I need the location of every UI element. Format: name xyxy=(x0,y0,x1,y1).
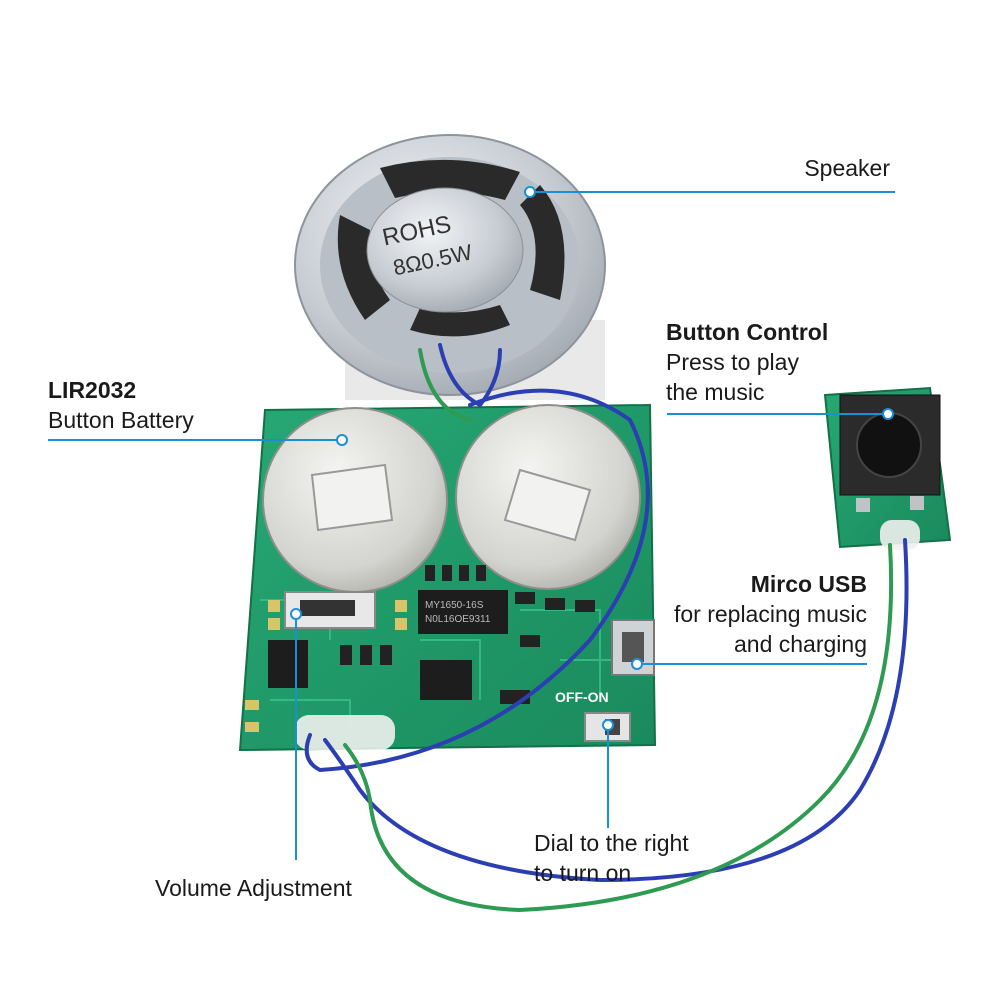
label-battery: LIR2032 Button Battery xyxy=(48,375,194,435)
label-dial-line1: Dial to the right xyxy=(534,830,689,856)
wire-green-speaker xyxy=(418,348,472,422)
label-speaker: Speaker xyxy=(804,153,890,183)
wire-blue-button xyxy=(323,538,909,883)
speaker-vent-top xyxy=(380,159,520,200)
label-button-line2: the music xyxy=(666,379,765,405)
callout-lines xyxy=(48,186,895,860)
label-speaker-text: Speaker xyxy=(804,155,890,181)
button-glue xyxy=(880,520,920,550)
button-pins xyxy=(856,496,924,512)
label-battery-desc: Button Battery xyxy=(48,407,194,433)
chip-main xyxy=(418,590,508,634)
chip-marking-2: N0L16OE9311 xyxy=(425,614,491,625)
label-volume-text: Volume Adjustment xyxy=(155,875,352,901)
callout-dot-speaker xyxy=(524,186,536,198)
chip-marking-1: MY1650-16S xyxy=(425,600,484,611)
chip-amp xyxy=(420,660,472,700)
label-button: Button Control Press to play the music xyxy=(666,317,828,407)
volume-slider-knob xyxy=(300,600,355,616)
speaker-vent-left xyxy=(337,215,390,320)
label-button-title: Button Control xyxy=(666,319,829,345)
micro-usb-opening xyxy=(622,632,644,662)
callout-dot-volume xyxy=(290,608,302,620)
chip-small xyxy=(268,640,308,688)
wire-blue-loop xyxy=(304,388,650,773)
pcb-pads xyxy=(245,600,407,732)
label-usb-line1: for replacing music xyxy=(673,601,867,627)
speaker-vent-right xyxy=(520,185,565,300)
label-battery-title: LIR2032 xyxy=(48,377,137,403)
smd-components xyxy=(340,565,595,704)
label-usb: Mirco USB for replacing music and chargi… xyxy=(674,569,867,659)
label-dial-line2: to turn on xyxy=(534,860,632,886)
wire-blue-speaker xyxy=(438,343,502,408)
speaker: ROHS 8Ω0.5W xyxy=(294,134,606,400)
speaker-vent-bottom xyxy=(410,305,510,337)
callout-dot-dial xyxy=(602,719,614,731)
label-usb-line2: and charging xyxy=(734,631,867,657)
callout-dot-battery xyxy=(336,434,348,446)
callout-dot-usb xyxy=(631,658,643,670)
label-dial: Dial to the right to turn on xyxy=(534,828,689,888)
callout-dot-button xyxy=(882,408,894,420)
label-usb-title: Mirco USB xyxy=(750,571,867,597)
wire-green-button xyxy=(343,543,894,913)
button-cap xyxy=(856,412,922,478)
speaker-magnet xyxy=(366,187,524,313)
wire-glue xyxy=(295,715,395,750)
switch-label: OFF-ON xyxy=(555,689,609,705)
pcb-board: MY1650-16S N0L16OE9311 OFF-ON xyxy=(238,403,657,752)
battery-right-clip xyxy=(503,468,592,542)
battery-left-clip xyxy=(310,463,394,532)
label-volume: Volume Adjustment xyxy=(155,873,352,903)
wires xyxy=(304,343,909,913)
label-button-line1: Press to play xyxy=(666,349,799,375)
